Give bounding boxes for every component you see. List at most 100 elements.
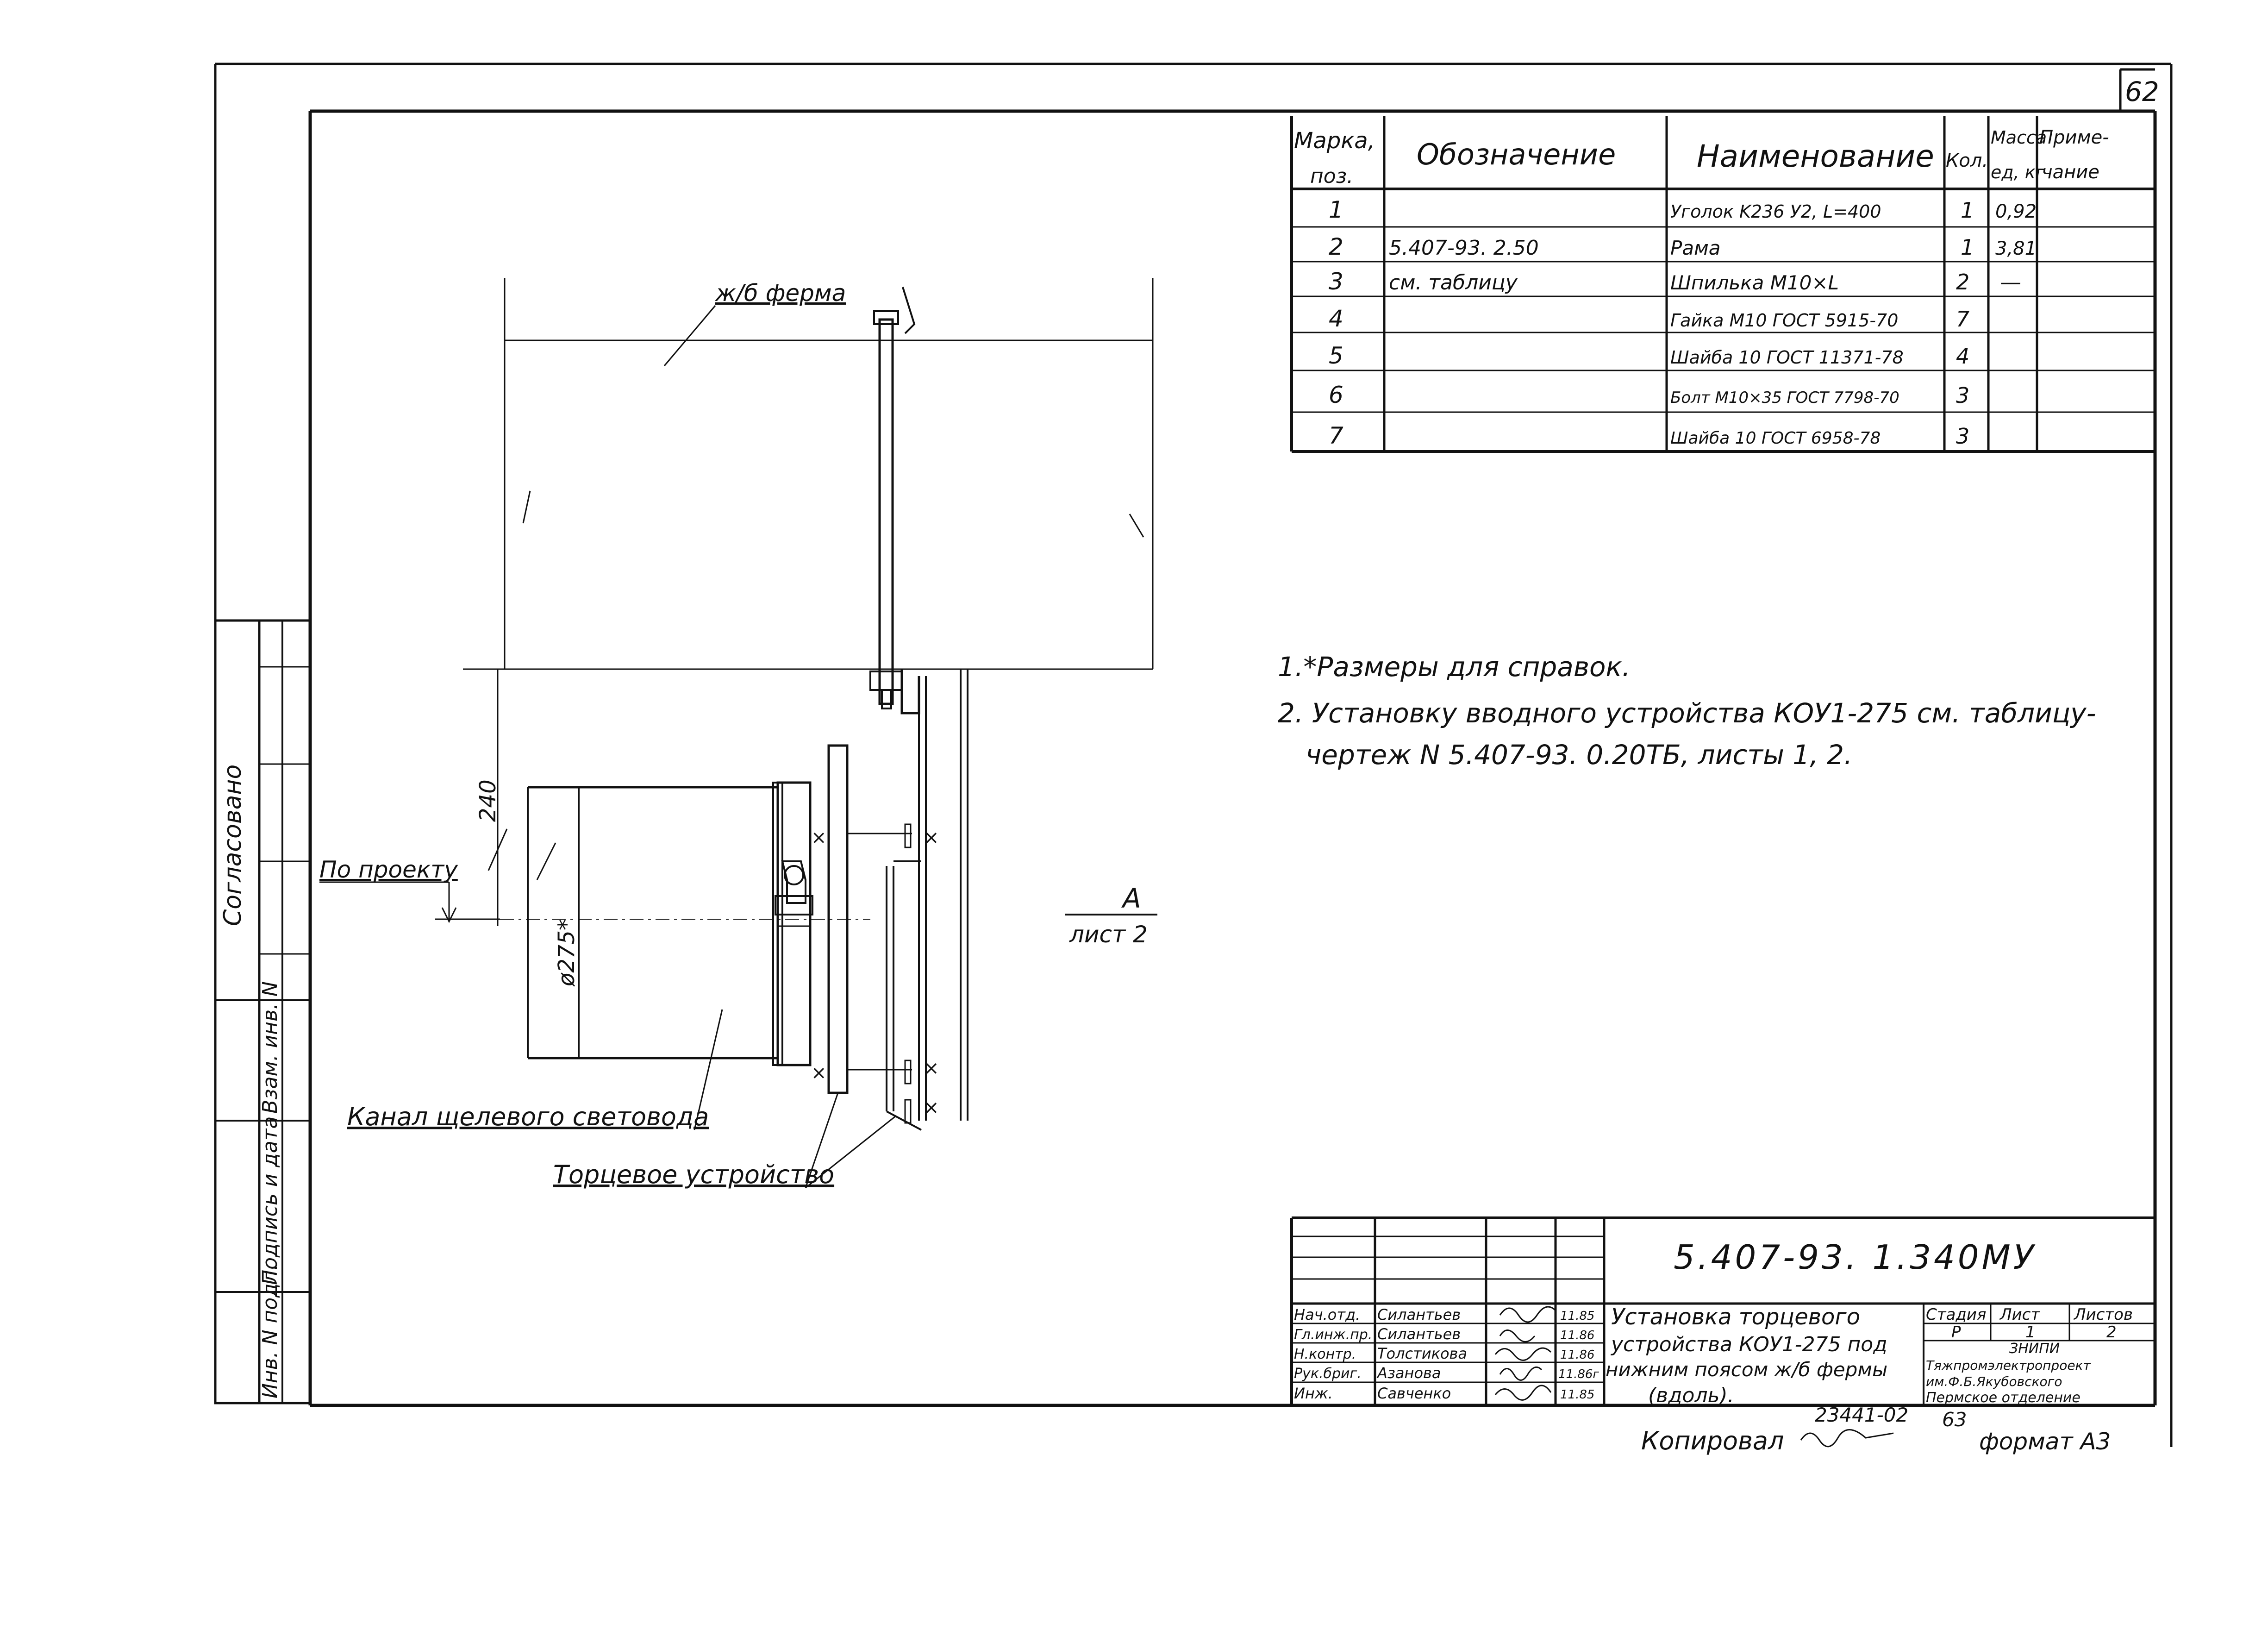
bolt-mark-icon: ×: [811, 827, 827, 848]
spec-table: Марка, поз. Обозначение Наименование Кол…: [1290, 116, 2155, 453]
sheet-value: 1: [2025, 1323, 2036, 1342]
row-1-mark: 1: [1329, 196, 1343, 223]
doc-code: 5.407-93. 1.340МУ: [1674, 1238, 2037, 1277]
label-channel: Канал щелевого световода: [347, 1102, 709, 1131]
row-2-designation: 5.407-93. 2.50: [1389, 236, 1539, 260]
hdr-qty: Кол.: [1946, 150, 1988, 171]
dim-275: ø275*: [554, 919, 580, 987]
name-4: Азанова: [1376, 1364, 1441, 1382]
sheets-label: Листов: [2073, 1305, 2133, 1324]
row-4-qty: 7: [1956, 307, 1969, 332]
stage-label: Стадия: [1926, 1305, 1986, 1324]
bolt-mark-icon: ×: [924, 827, 939, 848]
hdr-note-1: Приме-: [2039, 127, 2109, 148]
sheets-value: 2: [2106, 1323, 2117, 1342]
note-2-line-1: 2. Установку вводного устройства КОУ1-27…: [1278, 697, 2096, 729]
row-6-qty: 3: [1956, 383, 1969, 408]
row-3-name: Шпилька М10×L: [1670, 271, 1839, 294]
bolt-mark-icon: ×: [924, 1058, 939, 1079]
note-2-line-2: чертеж N 5.407-93. 0.20ТБ, листы 1, 2.: [1306, 739, 1852, 771]
row-2-qty: 1: [1961, 235, 1974, 260]
row-2-mark: 2: [1329, 233, 1343, 260]
role-5: Инж.: [1294, 1385, 1333, 1402]
name-1: Силантьев: [1377, 1306, 1461, 1323]
sheet-number-box: 62: [2119, 68, 2159, 111]
hdr-mark-2: поз.: [1310, 164, 1353, 188]
dimensions: 240 ø275*: [463, 668, 580, 1058]
format-label: формат А3: [1979, 1428, 2111, 1455]
page-number: 63: [1942, 1408, 1967, 1431]
row-6-mark: 6: [1329, 382, 1343, 408]
role-1: Нач.отд.: [1294, 1306, 1360, 1323]
label-view-a: А: [1121, 883, 1141, 914]
name-5: Савченко: [1377, 1385, 1451, 1402]
signature-scribble: [1499, 1366, 1543, 1381]
row-1-name: Уголок K236 У2, L=400: [1670, 201, 1881, 222]
truss-outline: [463, 278, 1154, 670]
hdr-mark-1: Марка,: [1294, 128, 1375, 154]
signature-scribble: [1494, 1347, 1552, 1361]
copied-label: Копировал: [1641, 1426, 1784, 1455]
order-number: 23441-02: [1815, 1404, 1908, 1426]
hdr-mass-1: Масса: [1991, 127, 2047, 148]
leaders: ж/б ферма По проекту Канал щелевого свет…: [319, 280, 1157, 1189]
date-3: 11.86: [1560, 1348, 1594, 1362]
date-2: 11.86: [1560, 1329, 1594, 1342]
note-1: 1.*Размеры для справок.: [1278, 651, 1631, 683]
row-2-mass: 3,81: [1995, 238, 2037, 259]
date-1: 11.85: [1560, 1309, 1594, 1323]
label-truss: ж/б ферма: [715, 280, 846, 307]
row-4-name: Гайка М10 ГОСТ 5915-70: [1670, 310, 1898, 331]
inner-frame: [308, 109, 2157, 1407]
signature-scribble: [1494, 1385, 1552, 1401]
dim-240: 240: [475, 779, 501, 822]
row-7-qty: 3: [1956, 424, 1969, 449]
label-by-project: По проекту: [319, 856, 458, 883]
row-7-name: Шайба 10 ГОСТ 6958-78: [1670, 429, 1881, 448]
stamp-sign-date: Подпись и дата: [258, 1116, 282, 1285]
stamp-agreed: Согласовано: [219, 765, 247, 926]
hdr-mass-2: ед, кг: [1991, 162, 2045, 182]
row-5-name: Шайба 10 ГОСТ 11371-78: [1670, 347, 1904, 368]
end-device: × × × × ×: [772, 744, 939, 1124]
stamp-replaced-inv: Взам. инв. N: [258, 981, 282, 1114]
row-6-name: Болт М10×35 ГОСТ 7798-70: [1670, 389, 1899, 407]
role-3: Н.контр.: [1294, 1346, 1356, 1362]
stamp-inv-orig: Инв. N подл.: [258, 1264, 282, 1398]
org-line-1: ЗНИПИ: [2009, 1341, 2060, 1357]
org-line-3: им.Ф.Б.Якубовского: [1926, 1374, 2062, 1389]
signature-scribble: [1499, 1329, 1536, 1342]
row-4-mark: 4: [1329, 305, 1343, 332]
notes: 1.*Размеры для справок. 2. Установку вво…: [1278, 651, 2096, 771]
label-view-a-sheet: лист 2: [1069, 921, 1148, 948]
row-5-mark: 5: [1329, 342, 1343, 369]
installation-drawing: × × × × × 240 ø275*: [319, 278, 1157, 1189]
copier-signature: [1800, 1429, 1894, 1448]
stage-value: Р: [1951, 1323, 1961, 1342]
row-7-mark: 7: [1329, 422, 1343, 449]
sheet-label: Лист: [1999, 1305, 2040, 1324]
title-line-1: Установка торцевого: [1611, 1304, 1860, 1330]
title-block: 5.407-93. 1.340МУ Установка торцевого ус…: [1290, 1216, 2155, 1407]
signature-scribble: [1499, 1306, 1556, 1323]
role-4: Рук.бриг.: [1294, 1366, 1362, 1382]
side-stamp: Согласовано Взам. инв. N Подпись и дата …: [214, 619, 312, 1404]
stud-assembly: [869, 287, 920, 715]
name-3: Толстикова: [1377, 1345, 1467, 1362]
footer: Копировал 23441-02 63 формат А3: [1641, 1404, 2111, 1455]
row-3-mass: —: [2000, 270, 2021, 295]
row-3-designation: см. таблицу: [1389, 271, 1518, 295]
title-line-2: устройства КОУ1-275 под: [1610, 1333, 1887, 1356]
row-3-mark: 3: [1329, 268, 1343, 295]
bolt-mark-icon: ×: [924, 1097, 939, 1118]
date-5: 11.85: [1560, 1388, 1594, 1402]
row-2-name: Рама: [1670, 237, 1721, 259]
role-2: Гл.инж.пр.: [1294, 1327, 1372, 1343]
hdr-note-2: чание: [2042, 162, 2099, 183]
row-1-qty: 1: [1961, 198, 1974, 223]
bolt-mark-icon: ×: [811, 1062, 827, 1084]
name-2: Силантьев: [1377, 1325, 1461, 1343]
hdr-designation: Обозначение: [1417, 138, 1616, 171]
row-5-qty: 4: [1956, 344, 1969, 369]
